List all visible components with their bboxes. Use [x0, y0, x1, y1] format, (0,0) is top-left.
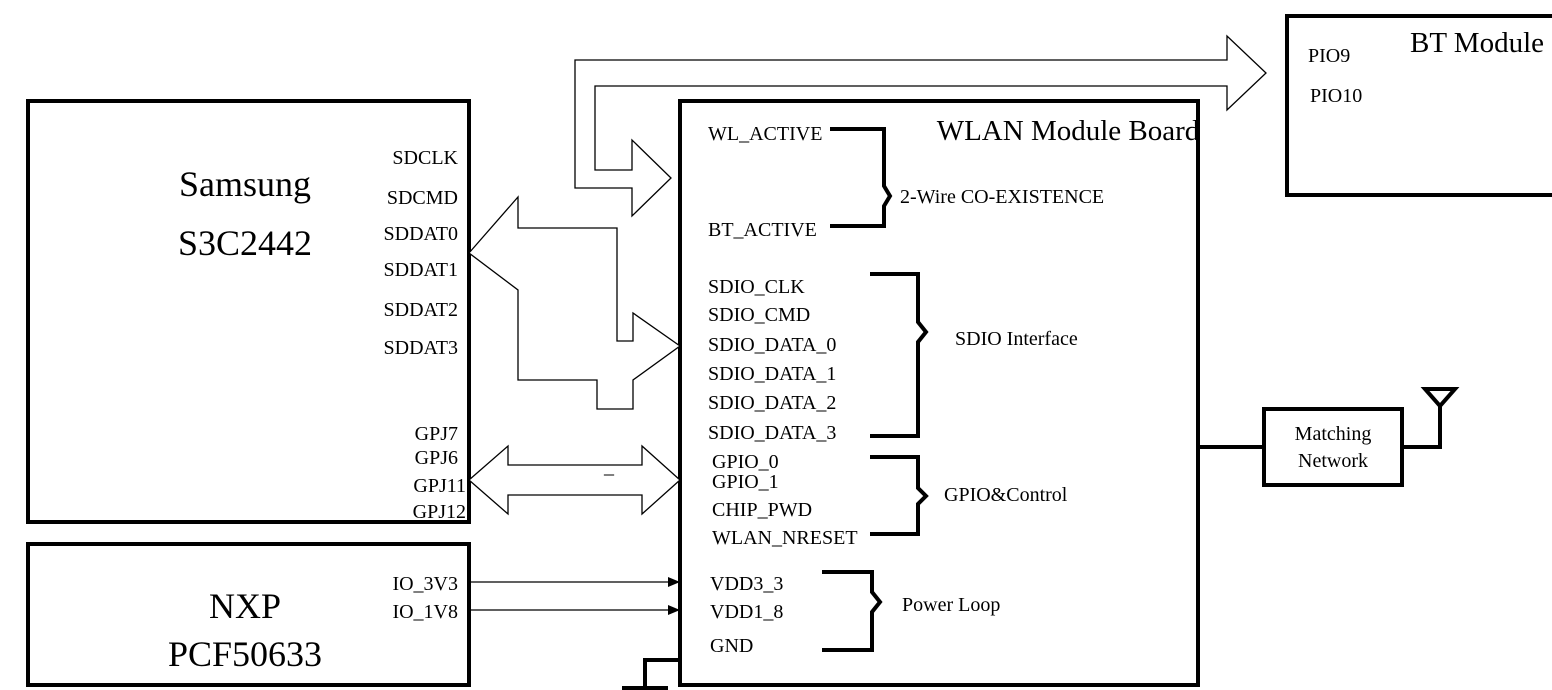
- pin-sdio-data-3: SDIO_DATA_3: [708, 422, 836, 444]
- antenna-icon: [1420, 387, 1460, 410]
- matching-line2: Network: [1298, 450, 1368, 472]
- pin-chip-pwd: CHIP_PWD: [712, 499, 812, 521]
- samsung-name: Samsung: [179, 164, 311, 204]
- io-1v8-arrowhead: [668, 605, 680, 615]
- sdio-bus-arrow: [468, 195, 682, 410]
- io-3v3-arrowhead: [668, 577, 680, 587]
- gpio-bracket: [870, 455, 929, 536]
- pin-sddat1: SDDAT1: [384, 259, 458, 281]
- matching-network-block: Matching Network: [1262, 407, 1404, 487]
- sdio-bracket: [870, 272, 929, 438]
- pin-bt-active: BT_ACTIVE: [708, 219, 817, 241]
- coex-label: 2-Wire CO-EXISTENCE: [900, 186, 1104, 208]
- wlan-box: [678, 99, 1200, 687]
- pin-sdclk: SDCLK: [392, 147, 458, 169]
- pin-sdcmd: SDCMD: [387, 187, 458, 209]
- pin-sdio-data-1: SDIO_DATA_1: [708, 363, 836, 385]
- pin-gpio-0: GPIO_0: [712, 451, 779, 473]
- pin-wl-active: WL_ACTIVE: [708, 123, 822, 145]
- samsung-block: Samsung S3C2442 SDCLK SDCMD SDDAT0 SDDAT…: [26, 99, 471, 524]
- pin-io-1v8: IO_1V8: [392, 601, 458, 623]
- nxp-part: PCF50633: [168, 634, 322, 674]
- wlan-title: WLAN Module Board: [937, 115, 1200, 147]
- pin-wlan-nreset: WLAN_NRESET: [712, 527, 858, 549]
- pin-sdio-data-0: SDIO_DATA_0: [708, 334, 836, 356]
- pin-sdio-cmd: SDIO_CMD: [708, 304, 810, 326]
- pin-io-3v3: IO_3V3: [392, 573, 458, 595]
- pin-sddat2: SDDAT2: [384, 299, 458, 321]
- samsung-part: S3C2442: [178, 223, 312, 263]
- power-bracket: [822, 570, 883, 652]
- nxp-block: NXP PCF50633 IO_3V3 IO_1V8: [26, 542, 471, 687]
- pin-pio10: PIO10: [1310, 85, 1362, 107]
- coex-bracket: [830, 127, 893, 228]
- gpio-label: GPIO&Control: [944, 484, 1068, 506]
- bt-module-block: BT Module PIO9 PIO10: [1285, 14, 1552, 197]
- pin-sddat3: SDDAT3: [384, 337, 458, 359]
- coex-bus-arrow: [574, 34, 1267, 218]
- sdio-label: SDIO Interface: [955, 328, 1078, 350]
- pin-vdd1-8: VDD1_8: [710, 601, 783, 623]
- pin-sddat0: SDDAT0: [384, 223, 458, 245]
- samsung-box: [26, 99, 471, 524]
- pin-gnd: GND: [710, 635, 753, 657]
- pin-gpj12: GPJ12: [413, 501, 466, 523]
- stray-mark: _: [603, 456, 615, 478]
- nxp-box: [26, 542, 471, 687]
- nxp-name: NXP: [209, 586, 281, 626]
- bt-box: [1285, 14, 1552, 197]
- matching-line1: Matching: [1295, 423, 1372, 445]
- gpio-bus-arrow: [468, 444, 681, 516]
- gnd-wire: [643, 658, 680, 688]
- power-label: Power Loop: [902, 594, 1000, 616]
- pin-gpj11: GPJ11: [413, 475, 466, 497]
- pin-gpj7: GPJ7: [415, 423, 458, 445]
- pin-gpio-1: GPIO_1: [712, 471, 779, 493]
- wlan-module-block: WLAN Module Board WL_ACTIVE BT_ACTIVE SD…: [678, 99, 1200, 687]
- pin-sdio-data-2: SDIO_DATA_2: [708, 392, 836, 414]
- rf-wire-2: [1402, 406, 1442, 449]
- pin-sdio-clk: SDIO_CLK: [708, 276, 805, 298]
- bt-title: BT Module: [1410, 27, 1544, 59]
- matching-box: [1262, 407, 1404, 487]
- pin-vdd3-3: VDD3_3: [710, 573, 783, 595]
- pin-pio9: PIO9: [1308, 45, 1350, 67]
- pin-gpj6: GPJ6: [415, 447, 458, 469]
